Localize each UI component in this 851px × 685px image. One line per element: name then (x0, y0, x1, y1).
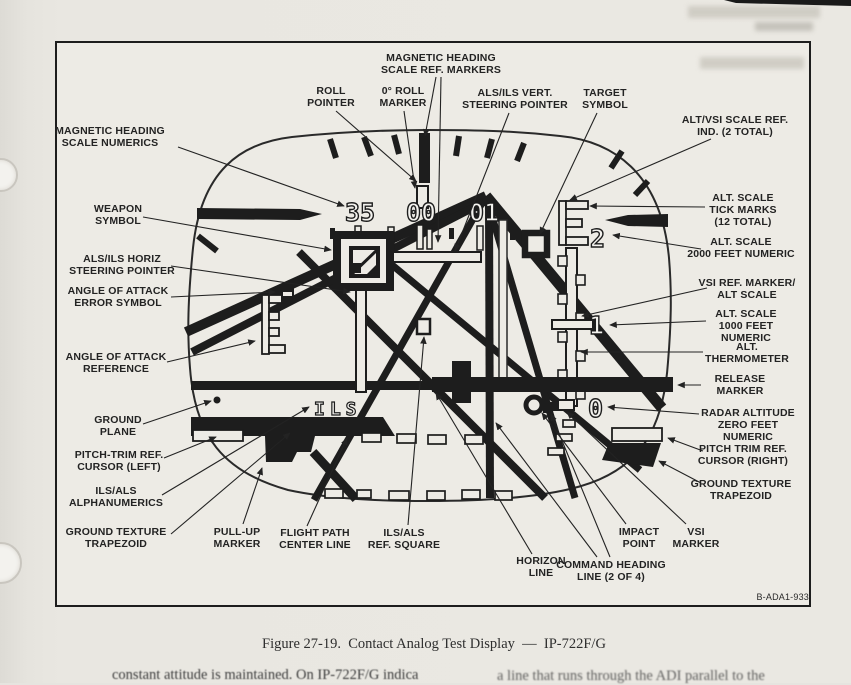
callout-ground-plane: GROUND PLANE (94, 414, 142, 439)
callout-alt-scale-2000-feet-numeric: ALT. SCALE 2000 FEET NUMERIC (687, 236, 795, 261)
callout-vsi-marker: VSI MARKER (672, 526, 720, 551)
callout-pitch-trim-ref-cursor-left: PITCH-TRIM REF. CURSOR (LEFT) (74, 449, 164, 474)
callout-flight-path-center-line: FLIGHT PATH CENTER LINE (279, 527, 351, 552)
callout-ils-als-alphanumerics: ILS/ALS ALPHANUMERICS (68, 485, 164, 510)
callout-ground-texture-trapezoid-right: GROUND TEXTURE TRAPEZOID (690, 478, 792, 503)
callout-roll-pointer: ROLL POINTER (307, 85, 355, 110)
callout-ground-texture-trapezoid-left: GROUND TEXTURE TRAPEZOID (65, 526, 167, 551)
bleedthrough-smudge (700, 57, 804, 69)
figure-code: B-ADA1-933 (756, 592, 809, 602)
callout-als-ils-horiz-steering-pointer: ALS/ILS HORIZ STEERING POINTER (69, 253, 175, 278)
binder-hole-top (0, 158, 18, 192)
callout-pitch-trim-ref-cursor-right: PITCH TRIM REF. CURSOR (RIGHT) (697, 443, 789, 468)
binder-hole-bottom (0, 542, 22, 584)
callout-angle-of-attack-error-symbol: ANGLE OF ATTACK ERROR SYMBOL (67, 285, 169, 310)
callout-ils-als-ref-square: ILS/ALS REF. SQUARE (367, 527, 441, 552)
bleedthrough-smudge (755, 22, 813, 31)
callout-alt-thermometer: ALT. THERMOMETER (705, 341, 789, 366)
callout-impact-point: IMPACT POINT (618, 526, 660, 551)
callout-weapon-symbol: WEAPON SYMBOL (93, 203, 143, 228)
body-text-left: constant attitude is maintained. On IP-7… (112, 667, 419, 683)
callout-magnetic-heading-scale-ref-markers: MAGNETIC HEADING SCALE REF. MARKERS (381, 52, 501, 77)
callout-vsi-ref-marker-alt-scale: VSI REF. MARKER/ ALT SCALE (698, 277, 796, 302)
bleedthrough-smudge (688, 6, 820, 18)
callout-pull-up-marker: PULL-UP MARKER (213, 526, 261, 551)
callout-radar-altitude-zero-feet-numeric: RADAR ALTITUDE ZERO FEET NUMERIC (701, 407, 795, 444)
callout-angle-of-attack-reference: ANGLE OF ATTACK REFERENCE (65, 351, 167, 376)
callout-zero-roll-marker: 0° ROLL MARKER (379, 85, 427, 110)
callout-alt-vsi-scale-ref-ind: ALT/VSI SCALE REF. IND. (2 TOTAL) (681, 114, 789, 139)
callout-als-ils-vert-steering-pointer: ALS/ILS VERT. STEERING POINTER (462, 87, 568, 112)
callout-command-heading-line: COMMAND HEADING LINE (2 OF 4) (556, 559, 666, 584)
callout-alt-scale-tick-marks: ALT. SCALE TICK MARKS (12 TOTAL) (709, 192, 777, 229)
figure-caption: Figure 27-19. Contact Analog Test Displa… (262, 636, 606, 652)
callout-release-marker: RELEASE MARKER (714, 373, 766, 398)
callout-alt-scale-1000-feet-numeric: ALT. SCALE 1000 FEET NUMERIC (715, 308, 777, 345)
body-text-right: a line that runs through the ADI paralle… (497, 668, 765, 684)
callout-target-symbol: TARGET SYMBOL (582, 87, 628, 112)
callout-horizon-line: HORIZON LINE (516, 555, 566, 580)
callout-magnetic-heading-scale-numerics: MAGNETIC HEADING SCALE NUMERICS (55, 125, 165, 150)
